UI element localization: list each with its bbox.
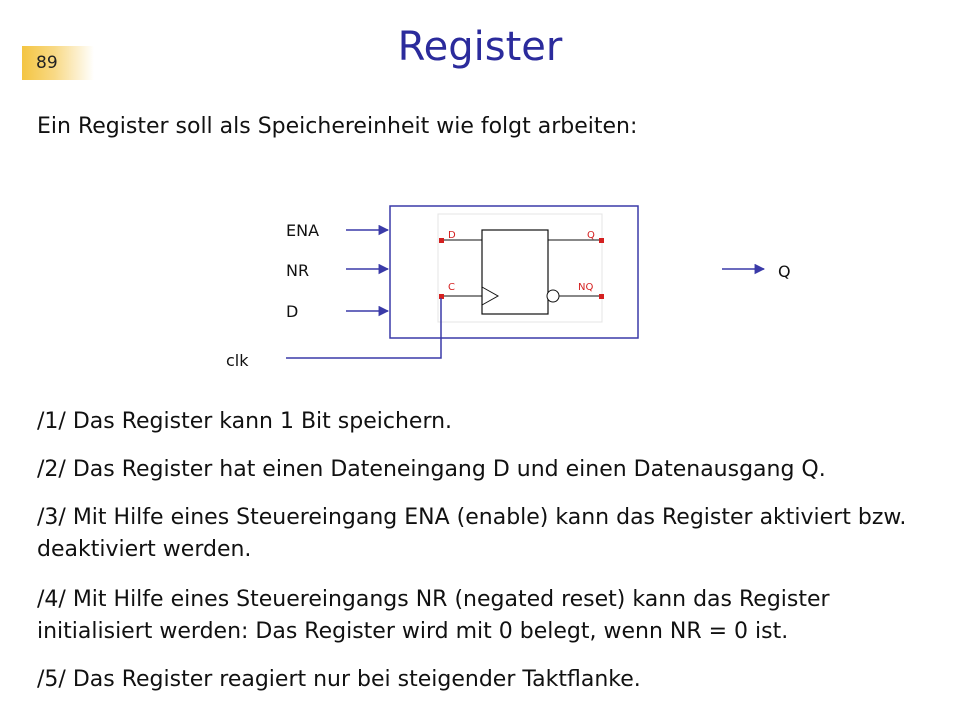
input-label-d: D	[286, 302, 298, 321]
flipflop-area	[437, 213, 603, 323]
intro-text: Ein Register soll als Speichereinheit wi…	[37, 114, 638, 139]
requirement-1: /1/ Das Register kann 1 Bit speichern.	[37, 409, 453, 434]
inversion-bubble	[546, 289, 560, 303]
clock-label: clk	[226, 351, 249, 370]
requirement-2: /2/ Das Register hat einen Dateneingang …	[37, 457, 826, 482]
requirement-4: /4/ Mit Hilfe eines Steuereingangs NR (n…	[37, 587, 830, 644]
d-pin-dot	[439, 238, 444, 243]
ff-label-q: Q	[587, 230, 595, 241]
slide-title: Register	[397, 24, 563, 70]
flipflop-body	[481, 229, 549, 315]
output-label-q: Q	[778, 262, 791, 281]
input-label-nr: NR	[286, 261, 309, 280]
clock-edge-symbol	[481, 286, 500, 306]
ff-label-d: D	[448, 230, 456, 241]
input-label-ena: ENA	[286, 221, 319, 240]
ff-label-nq: NQ	[578, 282, 593, 293]
nq-pin-dot	[599, 294, 604, 299]
requirement-5: /5/ Das Register reagiert nur bei steige…	[37, 667, 641, 692]
page-number-badge: 89	[22, 46, 94, 80]
ff-label-c: C	[448, 282, 455, 293]
c-pin-dot	[439, 294, 444, 299]
register-box	[389, 205, 639, 339]
q-pin-dot	[599, 238, 604, 243]
requirement-3: /3/ Mit Hilfe eines Steuereingang ENA (e…	[37, 505, 907, 562]
clock-wire	[286, 298, 442, 359]
